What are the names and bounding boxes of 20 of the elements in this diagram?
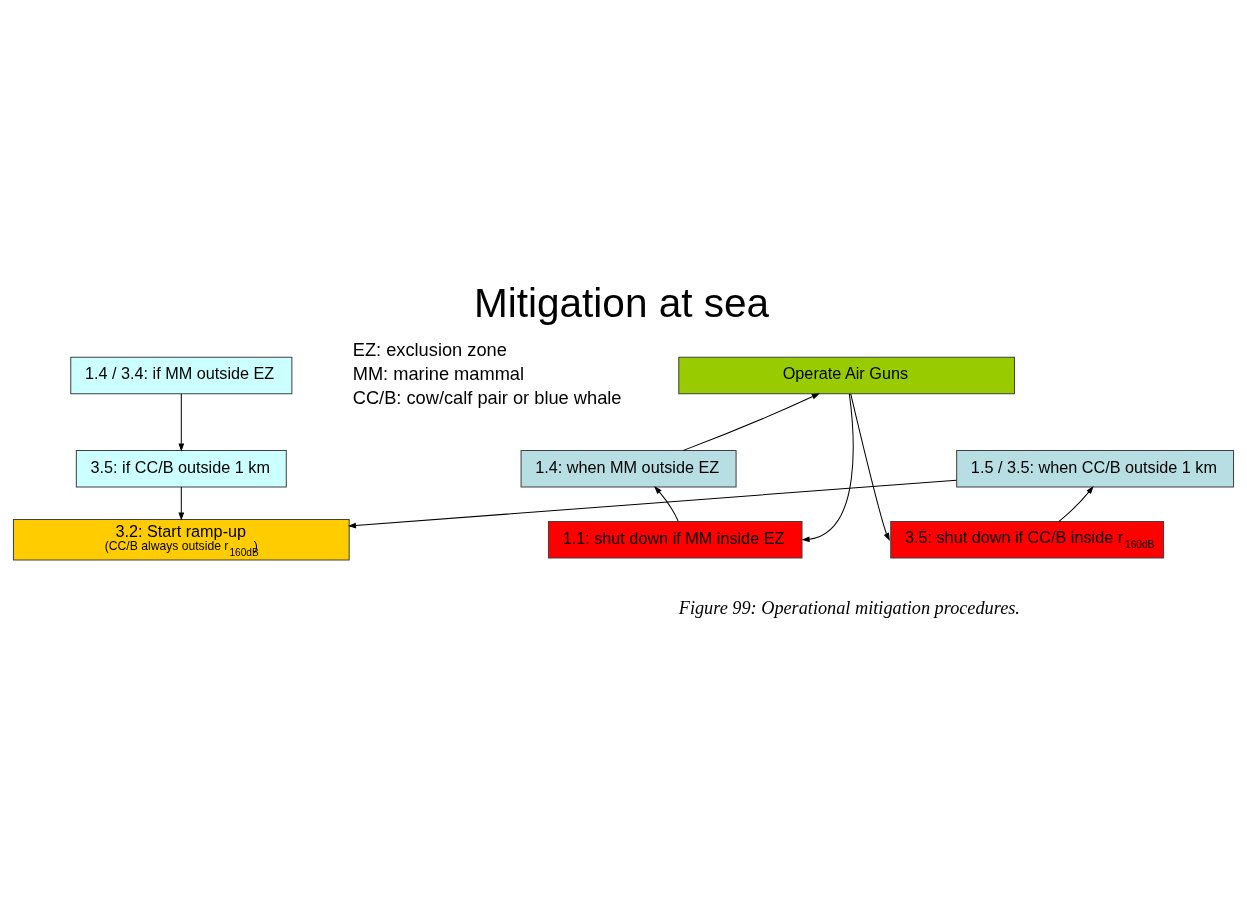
caption: Figure 99: Operational mitigation procedures. [678,598,1020,619]
arrow [850,393,890,542]
arrow [178,393,185,452]
label: MM: marine mammal [352,362,525,384]
diagram-title: Mitigation at sea [473,279,770,326]
arrow [178,486,185,521]
node-box: 3.5: if CC/B outside 1 km [75,449,287,488]
node-box: 1.4: when MM outside EZ [520,449,737,488]
label: EZ: exclusion zone [352,338,507,360]
node-box: 3.5: shut down if CC/B inside r$_{160dB}$ [890,520,1165,559]
node-box: Operate Air Guns [678,356,1015,395]
arrow [682,393,820,451]
arrow [347,479,957,529]
arrow [801,393,854,543]
node-box: 1.4 / 3.4: if MM outside EZ [70,356,293,395]
node-box: 1.5 / 3.5: when CC/B outside 1 km [956,449,1235,488]
arrow [1058,485,1094,522]
label: CC/B: cow/calf pair or blue whale [352,387,622,409]
node-box: 1.1: shut down if MM inside EZ [547,520,803,559]
arrow [654,485,679,522]
